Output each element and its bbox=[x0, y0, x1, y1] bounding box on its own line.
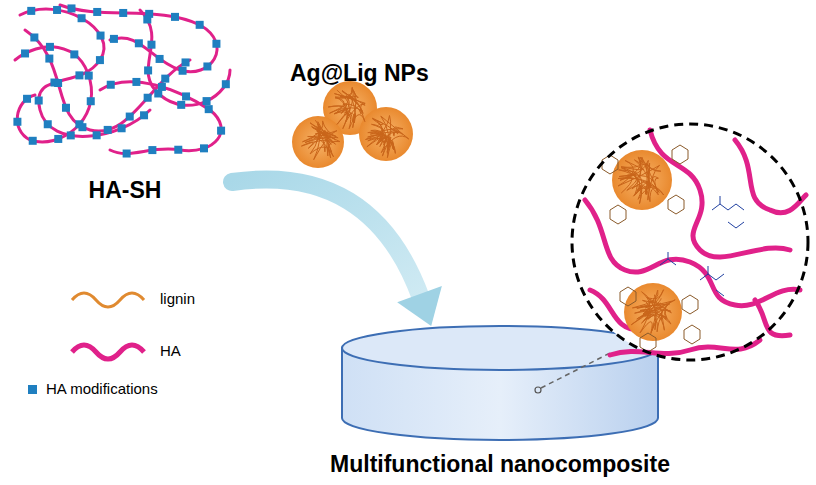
lignin-scribble bbox=[301, 87, 408, 159]
ha-modifications bbox=[13, 4, 229, 157]
lignin-strand bbox=[366, 116, 409, 158]
zoom-view bbox=[572, 124, 808, 360]
modification-square bbox=[104, 126, 112, 134]
ha-sample bbox=[72, 345, 144, 359]
modification-square bbox=[87, 97, 95, 105]
arrowhead bbox=[397, 286, 442, 326]
modification-square bbox=[156, 55, 164, 63]
modification-square bbox=[203, 97, 211, 105]
modification-square bbox=[62, 104, 70, 112]
modification-square bbox=[118, 124, 126, 132]
modification-square bbox=[119, 9, 127, 17]
modification-square bbox=[35, 97, 43, 105]
modification-square bbox=[182, 92, 190, 100]
modification-square bbox=[46, 43, 54, 51]
modification-square bbox=[148, 146, 156, 154]
modification-square bbox=[45, 55, 53, 63]
modification-square bbox=[154, 89, 162, 97]
node-label: Multifunctional nanocomposite bbox=[330, 451, 670, 478]
modification-square bbox=[217, 127, 225, 135]
modification-square bbox=[67, 4, 75, 12]
modification-square bbox=[174, 146, 182, 154]
modification-square bbox=[196, 21, 204, 29]
modification-square bbox=[27, 7, 35, 15]
modification-square bbox=[179, 67, 187, 75]
modification-square bbox=[93, 131, 101, 139]
component-label: Ag@Lig NPs bbox=[290, 60, 429, 87]
modification-square bbox=[140, 111, 148, 119]
ha-network bbox=[15, 5, 230, 154]
legend-text: HA modifications bbox=[46, 380, 158, 397]
modification-square bbox=[67, 131, 75, 139]
dish-node: Multifunctional nanocomposite bbox=[285, 326, 715, 478]
legend-text: lignin bbox=[160, 290, 195, 307]
modification-square bbox=[54, 135, 62, 143]
modification-square bbox=[70, 50, 78, 58]
modification-square bbox=[212, 40, 220, 48]
modification-square bbox=[205, 105, 213, 113]
modification-square bbox=[54, 79, 62, 87]
modification-square bbox=[147, 41, 155, 49]
modification-square bbox=[29, 137, 37, 145]
modification-square bbox=[96, 56, 104, 64]
modification-square bbox=[123, 150, 131, 158]
ag-lig-nanoparticles bbox=[292, 81, 413, 168]
modification-square bbox=[132, 78, 140, 86]
lignin-strand bbox=[618, 157, 664, 204]
modification-square bbox=[97, 32, 105, 40]
lignin-strand bbox=[328, 87, 365, 128]
modification-square bbox=[23, 95, 31, 103]
modification-square bbox=[200, 144, 208, 152]
modification-square bbox=[93, 8, 101, 16]
lignin-strand bbox=[301, 120, 340, 160]
modification-sample bbox=[28, 385, 37, 394]
legend-text: HA bbox=[160, 342, 181, 359]
modification-square bbox=[78, 14, 86, 22]
modification-square bbox=[222, 80, 230, 88]
modification-square bbox=[182, 58, 190, 66]
lignin-strand bbox=[631, 290, 675, 334]
process-arrow bbox=[232, 179, 442, 326]
node-label: HA-SH bbox=[89, 177, 162, 204]
modification-square bbox=[126, 113, 134, 121]
modification-square bbox=[161, 75, 169, 83]
modification-square bbox=[78, 123, 86, 131]
polymer-node: HA-SH bbox=[18, 6, 232, 204]
modification-square bbox=[30, 33, 38, 41]
modification-square bbox=[177, 101, 185, 109]
modification-square bbox=[144, 94, 152, 102]
modification-square bbox=[75, 71, 83, 79]
modification-square bbox=[144, 66, 152, 74]
modification-square bbox=[13, 118, 21, 126]
modification-square bbox=[21, 49, 29, 57]
modification-square bbox=[171, 13, 179, 21]
modification-square bbox=[203, 62, 211, 70]
lignin-sample bbox=[72, 293, 144, 307]
modification-square bbox=[143, 15, 151, 23]
modification-square bbox=[53, 6, 61, 14]
modification-square bbox=[44, 120, 52, 128]
modification-square bbox=[107, 81, 115, 89]
modification-square bbox=[110, 35, 118, 43]
zoom-leader bbox=[541, 352, 612, 388]
arrow-shaft bbox=[232, 179, 421, 297]
modification-square bbox=[85, 72, 93, 80]
modification-square bbox=[135, 39, 143, 47]
zoom-point bbox=[535, 387, 541, 393]
petri-dish bbox=[342, 326, 658, 440]
